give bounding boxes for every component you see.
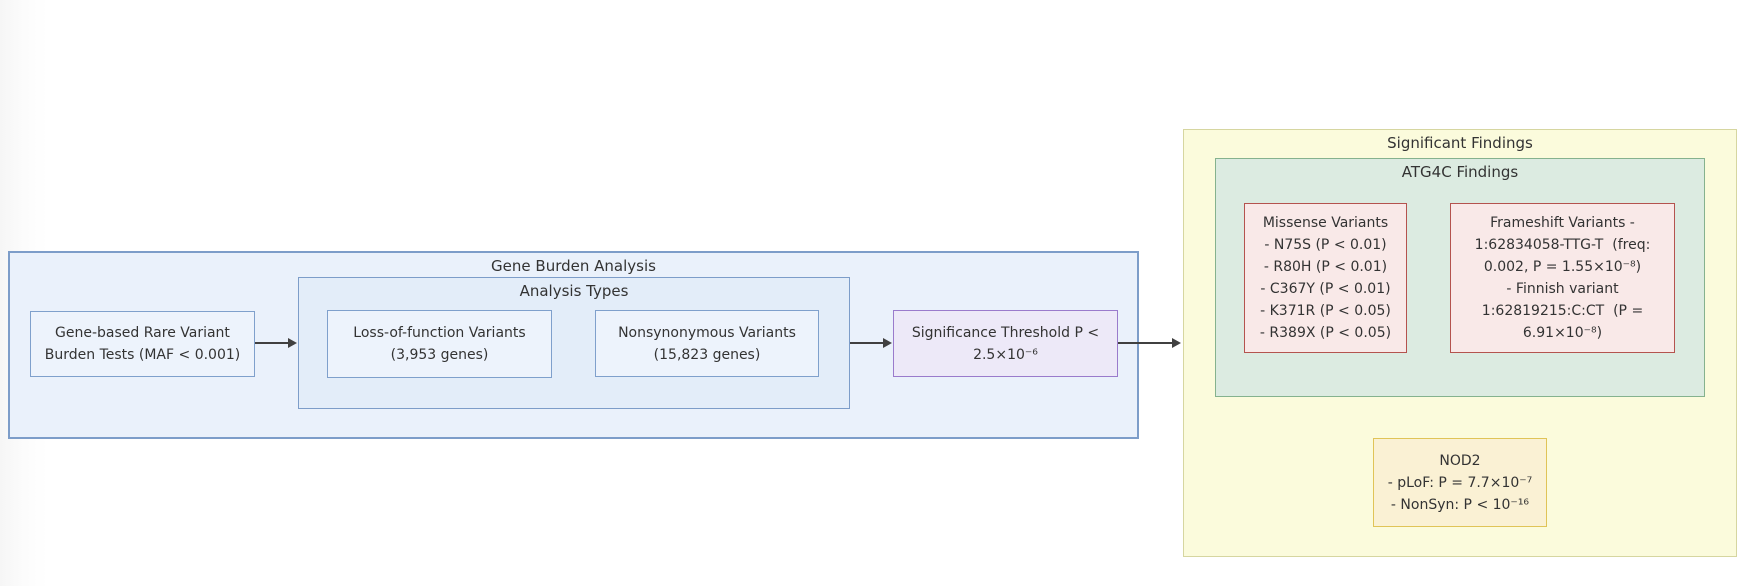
cluster-title-analysis-types: Analysis Types <box>519 282 629 300</box>
node-gene-based-burden-tests: Gene-based Rare Variant Burden Tests (MA… <box>30 311 255 377</box>
node-label-burden-tests: Gene-based Rare Variant Burden Tests (MA… <box>44 325 241 363</box>
node-label-nod2: NOD2 - pLoF: P = 7.7×10⁻⁷ - NonSyn: P < … <box>1387 452 1533 513</box>
arrow-shaft <box>850 342 885 344</box>
node-label-significance-threshold: Significance Threshold P < 2.5×10⁻⁶ <box>911 324 1100 363</box>
cluster-title-gene-burden-analysis: Gene Burden Analysis <box>491 257 656 275</box>
arrow-analysis-types-to-threshold <box>850 338 892 348</box>
cluster-title-significant-findings: Significant Findings <box>1387 134 1533 152</box>
arrow-burden-tests-to-analysis-types <box>255 338 297 348</box>
node-nonsynonymous-variants: Nonsynonymous Variants (15,823 genes) <box>595 310 819 377</box>
node-frameshift-variants: Frameshift Variants - 1:62834058-TTG-T (… <box>1450 203 1675 353</box>
arrow-threshold-to-significant-findings <box>1118 338 1181 348</box>
node-missense-variants: Missense Variants - N75S (P < 0.01) - R8… <box>1244 203 1407 353</box>
node-label-missense-variants: Missense Variants - N75S (P < 0.01) - R8… <box>1259 215 1392 341</box>
arrow-shaft <box>1118 342 1174 344</box>
arrowhead-icon <box>288 338 297 348</box>
arrow-shaft <box>255 342 290 344</box>
node-significance-threshold: Significance Threshold P < 2.5×10⁻⁶ <box>893 310 1118 377</box>
cluster-title-atg4c-findings: ATG4C Findings <box>1401 163 1519 181</box>
node-loss-of-function-variants: Loss-of-function Variants (3,953 genes) <box>327 310 552 378</box>
node-label-frameshift-variants: Frameshift Variants - 1:62834058-TTG-T (… <box>1474 215 1651 341</box>
arrowhead-icon <box>883 338 892 348</box>
node-nod2: NOD2 - pLoF: P = 7.7×10⁻⁷ - NonSyn: P < … <box>1373 438 1547 527</box>
node-label-lof-variants: Loss-of-function Variants (3,953 genes) <box>353 325 526 363</box>
node-label-nonsyn-variants: Nonsynonymous Variants (15,823 genes) <box>618 324 796 363</box>
arrowhead-icon <box>1172 338 1181 348</box>
